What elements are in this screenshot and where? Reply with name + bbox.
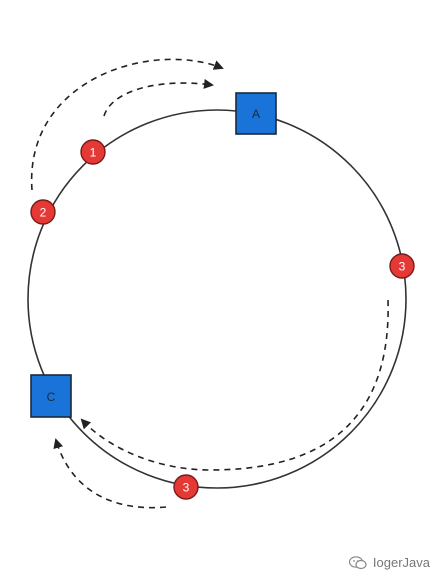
key-1-circle: [80, 139, 106, 165]
arrow-key2-to-node-a: [31, 58, 224, 191]
server-node-a: A: [235, 92, 277, 135]
server-node-c: C: [30, 374, 72, 418]
key-3-bottom-circle: [173, 474, 199, 500]
key-2: 2: [30, 199, 56, 225]
server-node-c-label: C: [47, 390, 56, 404]
key-1: 1: [80, 139, 106, 165]
hash-ring: [27, 109, 407, 489]
arrow-key3-bottom-to-node-c: [53, 438, 167, 509]
arrow-key3-right-to-node-c: [80, 299, 389, 471]
watermark-text: IogerJava: [372, 555, 430, 570]
key-2-label: 2: [40, 206, 47, 220]
arrow-key1-to-node-a: [103, 78, 214, 117]
server-node-a-label: A: [252, 107, 260, 121]
key-3-right-label: 3: [399, 260, 406, 274]
key-3-right: 3: [389, 253, 415, 279]
server-node-c-box: [30, 374, 72, 418]
wechat-icon: [348, 555, 367, 569]
key-2-circle: [30, 199, 56, 225]
key-3-bottom-label: 3: [183, 481, 190, 495]
server-node-a-box: [235, 92, 277, 135]
watermark: IogerJava: [348, 555, 430, 570]
key-1-label: 1: [90, 146, 97, 160]
key-3-right-circle: [389, 253, 415, 279]
key-3-bottom: 3: [173, 474, 199, 500]
